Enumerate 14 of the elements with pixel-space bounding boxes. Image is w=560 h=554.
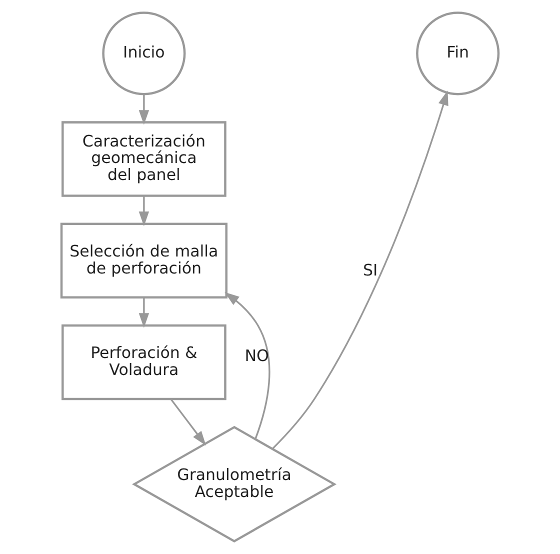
arrow xyxy=(272,90,448,450)
node-box: Caracterización geomecánica del panel xyxy=(62,121,226,197)
node-box: Perforación & Voladura xyxy=(62,324,226,400)
node-circle: Inicio xyxy=(102,12,186,96)
node-diamond: Granulometría Aceptable xyxy=(132,426,337,543)
arrow xyxy=(224,292,270,440)
node-circle: Fin xyxy=(416,12,500,96)
arrow xyxy=(138,298,150,328)
edge-label: SI xyxy=(362,260,378,280)
arrow xyxy=(138,94,150,125)
arrow xyxy=(170,398,206,446)
node-box: Selección de malla de perforación xyxy=(60,222,228,298)
arrow xyxy=(138,196,150,226)
edge-label: NO xyxy=(244,346,269,365)
